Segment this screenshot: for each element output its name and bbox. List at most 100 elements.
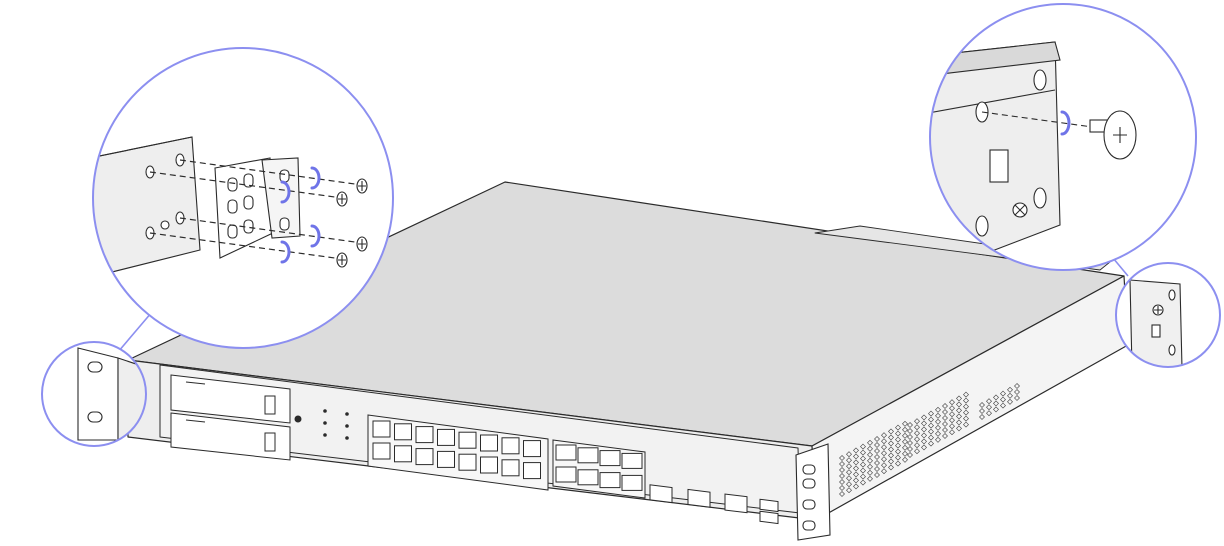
rj45-port [394,445,412,463]
vent-hole [839,473,845,479]
sfp-port [555,466,577,483]
vent-hole [902,444,908,451]
vent-hole [888,428,894,435]
sfp-port [599,472,621,489]
vent-hole [914,442,920,449]
vent-hole [1007,398,1013,405]
sfp-port [577,447,599,464]
vent-hole [907,440,913,446]
vent-hole [874,436,880,442]
vent-hole [993,406,999,413]
vent-hole [895,442,901,449]
vent-hole [942,421,948,427]
vent-hole [874,454,880,460]
vent-hole [860,443,866,450]
vent-hole [867,457,873,464]
vent-hole [928,422,934,429]
vent-hole [1000,390,1006,397]
right-ear-icon [1129,279,1183,367]
vent-hole [895,424,901,431]
vent-hole [846,463,852,470]
usb-port-2 [759,510,779,525]
rj45-port [523,462,541,480]
vent-hole [993,394,999,401]
vent-hole [902,432,908,439]
vent-hole [902,420,908,427]
vent-hole [986,410,992,417]
vent-hole [928,416,934,423]
vent-hole [979,408,985,414]
rj45-port [501,459,520,477]
vent-hole [935,412,941,419]
vent-hole [888,464,894,471]
usb-port-1 [759,498,779,513]
vent-hole [888,458,894,465]
vent-hole [902,450,908,457]
vent-hole [846,469,852,476]
vent-hole [921,414,927,421]
vent-hole [867,451,873,458]
vent-hole [949,405,955,412]
rj45-port [458,431,477,449]
vent-hole [860,449,866,456]
vent-hole [928,428,934,435]
vent-hole [949,429,955,436]
vent-hole [839,479,845,485]
status-leds [323,409,349,440]
vent-hole [895,454,901,461]
rj45-port [501,437,520,455]
vent-hole [979,414,985,420]
vent-hole [956,413,962,420]
side-vents [839,383,1020,497]
rj45-port [415,426,434,444]
vent-hole [888,446,894,453]
vent-hole [881,456,887,463]
vent-hole [935,406,941,413]
vent-hole [956,395,962,402]
vent-hole [895,448,901,455]
vent-hole [853,447,859,454]
vent-hole [874,448,880,454]
status-led [323,433,327,437]
vent-hole [935,418,941,425]
left-bracket-detail-callout [92,47,394,349]
vent-hole [907,446,913,452]
vent-hole [914,430,920,437]
sfp-port [577,469,599,486]
vent-hole [846,487,852,494]
vent-hole [935,436,941,443]
rj45-port [372,442,391,460]
vent-hole [914,436,920,443]
vent-hole [839,461,845,467]
vent-hole [902,438,908,445]
vent-hole [888,440,894,447]
status-led [345,424,349,428]
vent-hole [881,462,887,469]
sfp-port [599,450,621,467]
left-ear-closeup-callout [41,341,147,447]
vent-hole [902,426,908,433]
vent-hole [874,460,880,466]
vent-hole [853,459,859,466]
vent-hole [902,456,908,463]
vent-hole [867,463,873,470]
rj45-port [372,420,391,438]
uplink-sfp-port-1 [649,484,673,504]
vent-hole [956,425,962,432]
vent-hole [921,432,927,439]
vent-hole [921,438,927,445]
vent-hole [928,434,934,441]
vent-hole [867,475,873,482]
screw-icon [336,178,368,268]
vent-hole [907,452,913,458]
right-mounting-ear [795,443,831,541]
vent-hole [956,407,962,414]
vent-hole [881,444,887,451]
clockwise-arrow-icon [280,166,321,264]
vent-hole [874,442,880,448]
vent-hole [1014,395,1020,401]
vent-hole [928,440,934,447]
vent-hole [986,398,992,405]
vent-hole [895,460,901,467]
vent-hole [979,402,985,408]
